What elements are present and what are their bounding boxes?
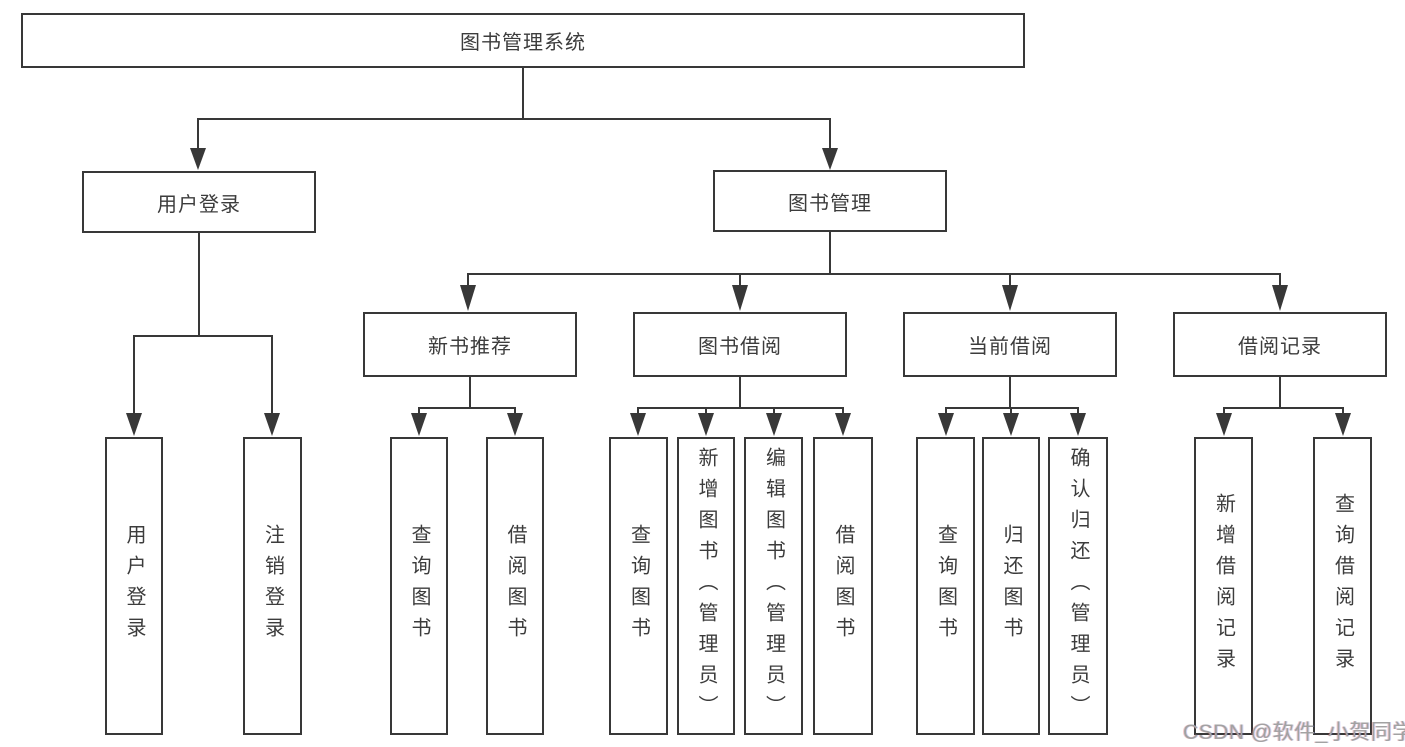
leaf-label: 编辑图书（管理员） (762, 446, 785, 726)
leaf-label: 注销登录 (261, 524, 284, 648)
arrowhead-icon (190, 148, 206, 170)
leaf-borrow-add-book-admin: 新增图书（管理员） (677, 437, 735, 735)
leaf-label: 借阅图书 (832, 524, 854, 648)
leaf-current-confirm-return-admin: 确认归还（管理员） (1048, 437, 1108, 735)
arrowhead-icon (1070, 413, 1086, 436)
arrowhead-icon (822, 148, 838, 170)
leaf-label: 查询借阅记录 (1331, 493, 1354, 679)
leaf-label: 用户登录 (123, 524, 145, 648)
leaf-label: 查询图书 (934, 524, 957, 648)
arrowhead-icon (732, 285, 748, 311)
connector-line (197, 67, 831, 149)
arrowhead-icon (698, 413, 714, 436)
leaf-label: 归还图书 (1000, 524, 1022, 648)
arrowhead-icon (460, 285, 476, 311)
node-book-management: 图书管理 (713, 170, 947, 232)
arrowhead-icon (1003, 413, 1019, 436)
node-label: 当前借阅 (968, 336, 1052, 358)
node-label: 借阅记录 (1238, 336, 1322, 358)
leaf-borrow-query-book: 查询图书 (609, 437, 668, 735)
arrowhead-icon (938, 413, 954, 436)
node-label: 图书管理系统 (460, 32, 586, 54)
connector-line (133, 231, 273, 414)
leaf-logout: 注销登录 (243, 437, 302, 735)
leaf-current-query-book: 查询图书 (916, 437, 975, 735)
arrowhead-icon (1002, 285, 1018, 311)
node-label: 新书推荐 (428, 336, 512, 358)
leaf-label: 借阅图书 (504, 524, 526, 648)
arrowhead-icon (507, 413, 523, 436)
leaf-records-query-record: 查询借阅记录 (1313, 437, 1372, 735)
node-root-system: 图书管理系统 (21, 13, 1025, 68)
connector-line (945, 376, 1079, 414)
node-new-book-recommendation: 新书推荐 (363, 312, 577, 377)
arrowhead-icon (766, 413, 782, 436)
leaf-label: 查询图书 (408, 524, 430, 648)
leaf-recommend-borrow-book: 借阅图书 (486, 437, 544, 735)
connector-line (637, 376, 844, 414)
arrowhead-icon (630, 413, 646, 436)
leaf-user-login: 用户登录 (105, 437, 163, 735)
leaf-recommend-query-book: 查询图书 (390, 437, 448, 735)
node-label: 用户登录 (157, 193, 241, 216)
leaf-borrow-borrow-book: 借阅图书 (813, 437, 873, 735)
leaf-label: 新增图书（管理员） (695, 446, 717, 726)
arrowhead-icon (1335, 413, 1351, 436)
arrowhead-icon (835, 413, 851, 436)
connector-line (467, 231, 1281, 286)
arrowhead-icon (411, 413, 427, 436)
node-user-login: 用户登录 (82, 171, 316, 233)
node-current-borrowing: 当前借阅 (903, 312, 1117, 377)
leaf-label: 确认归还（管理员） (1067, 446, 1089, 726)
connector-line (418, 376, 516, 414)
arrowhead-icon (264, 413, 280, 436)
leaf-label: 新增借阅记录 (1212, 493, 1235, 679)
node-borrowing-records: 借阅记录 (1173, 312, 1387, 377)
leaf-current-return-book: 归还图书 (982, 437, 1040, 735)
leaf-records-add-record: 新增借阅记录 (1194, 437, 1253, 735)
connector-line (1223, 376, 1344, 414)
leaf-label: 查询图书 (627, 524, 650, 648)
watermark: CSDN @软件_小贺同学 (1183, 721, 1405, 744)
node-book-borrowing: 图书借阅 (633, 312, 847, 377)
arrowhead-icon (1272, 285, 1288, 311)
arrowhead-icon (1216, 413, 1232, 436)
node-label: 图书管理 (788, 192, 872, 215)
leaf-borrow-edit-book-admin: 编辑图书（管理员） (744, 437, 803, 735)
arrowhead-icon (126, 413, 142, 436)
node-label: 图书借阅 (698, 336, 782, 358)
